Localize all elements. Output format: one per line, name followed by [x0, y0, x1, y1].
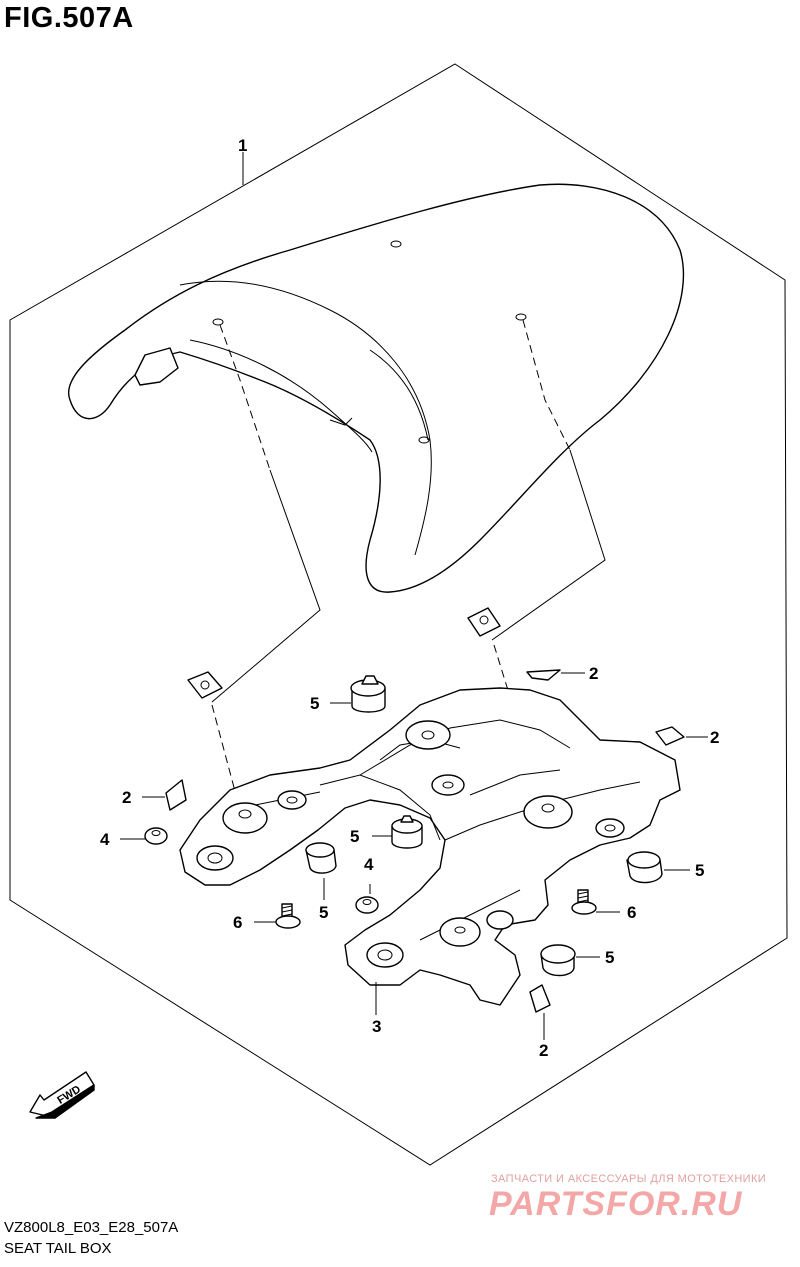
- grommet-part[interactable]: [144, 827, 379, 914]
- callout-label: 2: [122, 788, 131, 807]
- callout-label: 4: [100, 830, 110, 849]
- fwd-arrow-icon: FWD: [29, 1071, 95, 1119]
- assembly-frame: [9, 63, 788, 1166]
- cushion-pad-part[interactable]: [165, 607, 685, 1013]
- bolt-part[interactable]: [275, 889, 597, 929]
- rubber-cushion-part[interactable]: [305, 675, 663, 977]
- callout-label: 6: [627, 903, 636, 922]
- callout-label: 5: [605, 948, 614, 967]
- callout-label: 5: [350, 827, 359, 846]
- callout-label: 3: [372, 1017, 381, 1036]
- seat-tail-cowl-part[interactable]: [67, 183, 685, 593]
- seat-tail-box-bracket-part[interactable]: [179, 687, 681, 1006]
- figure-caption: SEAT TAIL BOX: [4, 1240, 112, 1257]
- callout-label: 2: [589, 664, 598, 683]
- callout-label: 1: [238, 136, 247, 155]
- figure-code: VZ800L8_E03_E28_507A: [4, 1219, 179, 1236]
- watermark-brand: PARTSFOR.RU: [489, 1185, 743, 1223]
- callout-label: 5: [319, 903, 328, 922]
- watermark-tagline: ЗАПЧАСТИ И АКСЕССУАРЫ ДЛЯ МОТОТЕХНИКИ: [491, 1173, 767, 1185]
- callout-label: 5: [695, 861, 704, 880]
- figure-title: FIG.507A: [4, 2, 134, 34]
- callout-label: 2: [539, 1041, 548, 1060]
- callout-label: 6: [233, 913, 242, 932]
- callout-label: 5: [310, 694, 319, 713]
- callout-label: 2: [710, 728, 719, 747]
- callout-label: 4: [364, 855, 374, 874]
